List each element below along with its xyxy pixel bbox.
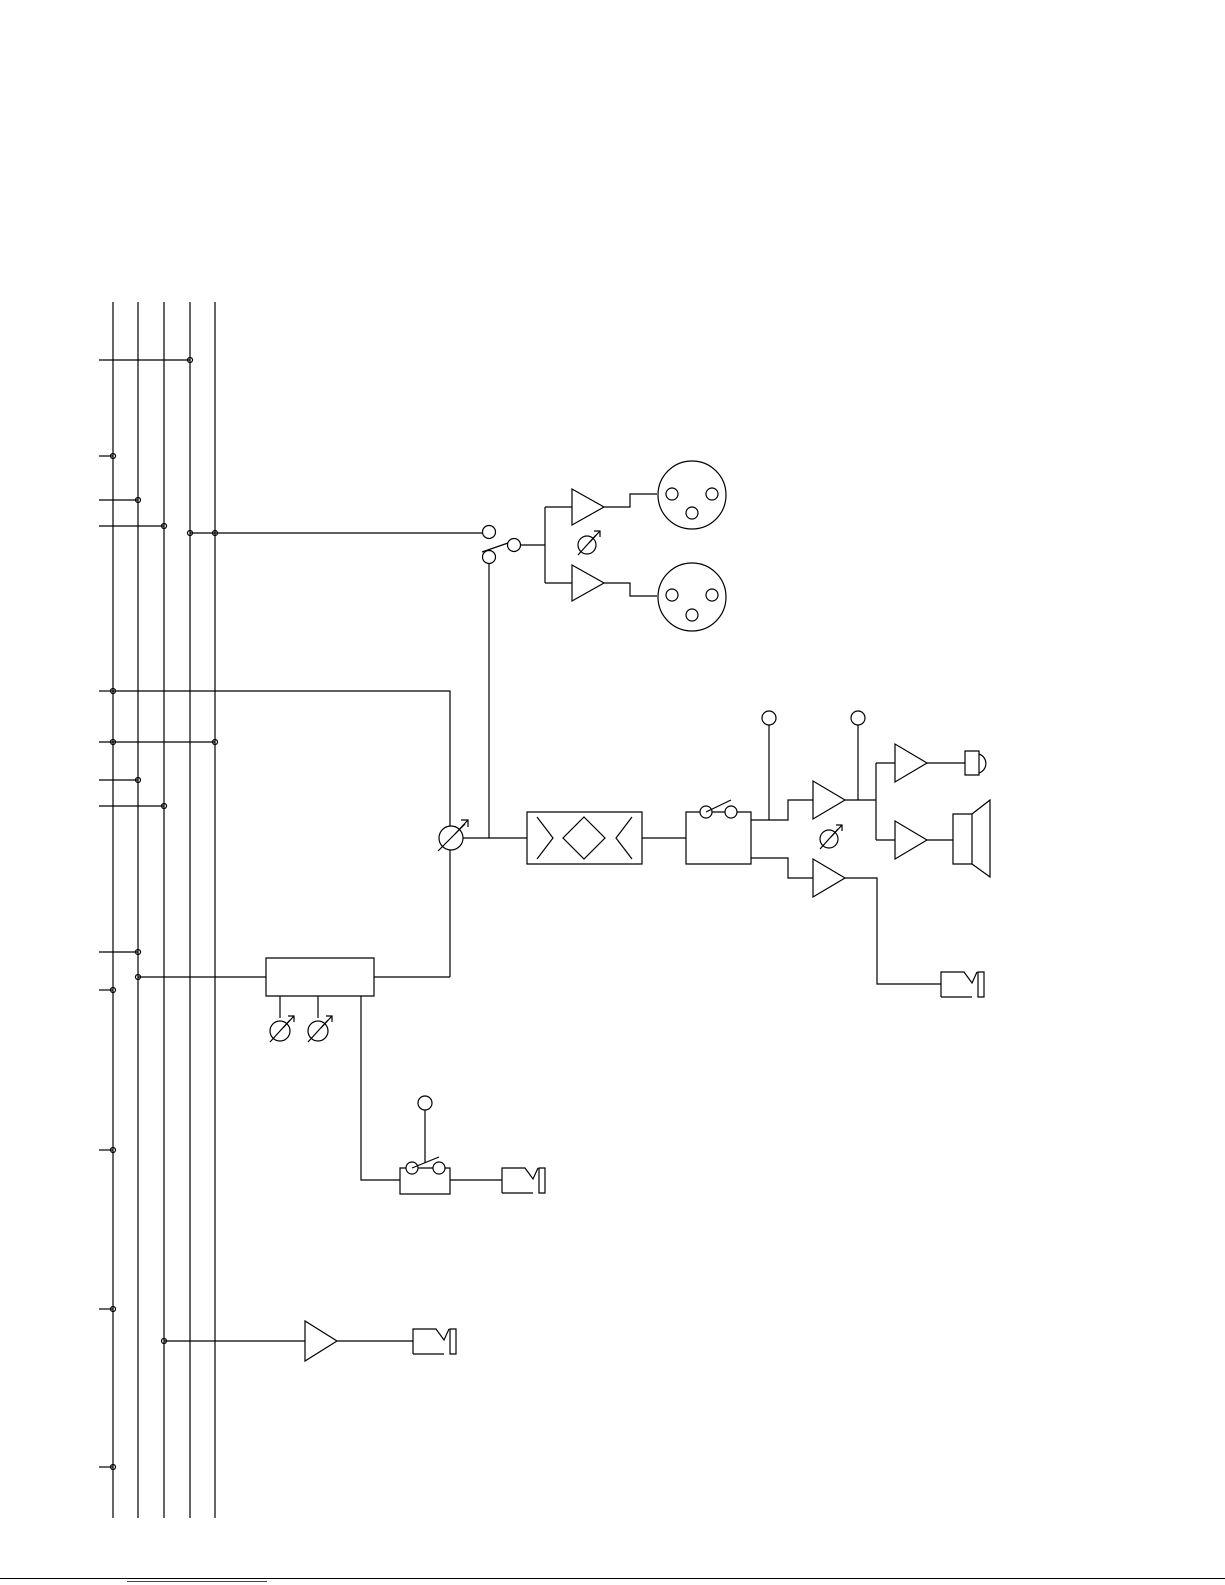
amplifier-icon — [572, 489, 604, 525]
amplifier-icon — [895, 744, 927, 782]
amplifier-icon — [572, 565, 604, 601]
potentiometer-icon — [578, 531, 600, 555]
eq-filter-block-icon — [527, 812, 642, 864]
control-knob-icon — [762, 711, 776, 725]
amplifier-icon — [305, 1321, 337, 1361]
jack-output-icon — [502, 1168, 545, 1193]
xlr-connector-icon — [658, 563, 726, 631]
jack-output-icon — [941, 972, 984, 997]
control-knob-icon — [851, 711, 865, 725]
bottom-output-section — [162, 1321, 457, 1361]
headphone-jack-icon — [965, 751, 986, 775]
amplifier-icon — [813, 859, 845, 897]
potentiometer-icon — [270, 1016, 294, 1042]
amplifier-icon — [895, 821, 927, 859]
bus-taps — [99, 358, 218, 1470]
xlr-output-section — [188, 461, 727, 838]
control-knob-icon — [418, 1096, 432, 1110]
footer-rule — [0, 1578, 1225, 1579]
potentiometer-icon — [438, 820, 468, 851]
jack-output-icon — [413, 1329, 456, 1354]
potentiometer-icon — [820, 825, 842, 849]
potentiometer-icon — [308, 1016, 332, 1042]
main-signal-chain — [111, 689, 991, 998]
xlr-connector-icon — [658, 461, 726, 529]
mix-block-section — [136, 958, 546, 1194]
bus-lines — [113, 302, 215, 1518]
mix-block — [266, 958, 374, 996]
amplifier-icon — [813, 781, 845, 819]
footer-link-underline — [127, 1581, 267, 1582]
switch-block-icon — [686, 800, 751, 864]
speaker-icon — [953, 800, 990, 877]
selector-switch-icon — [482, 526, 521, 564]
